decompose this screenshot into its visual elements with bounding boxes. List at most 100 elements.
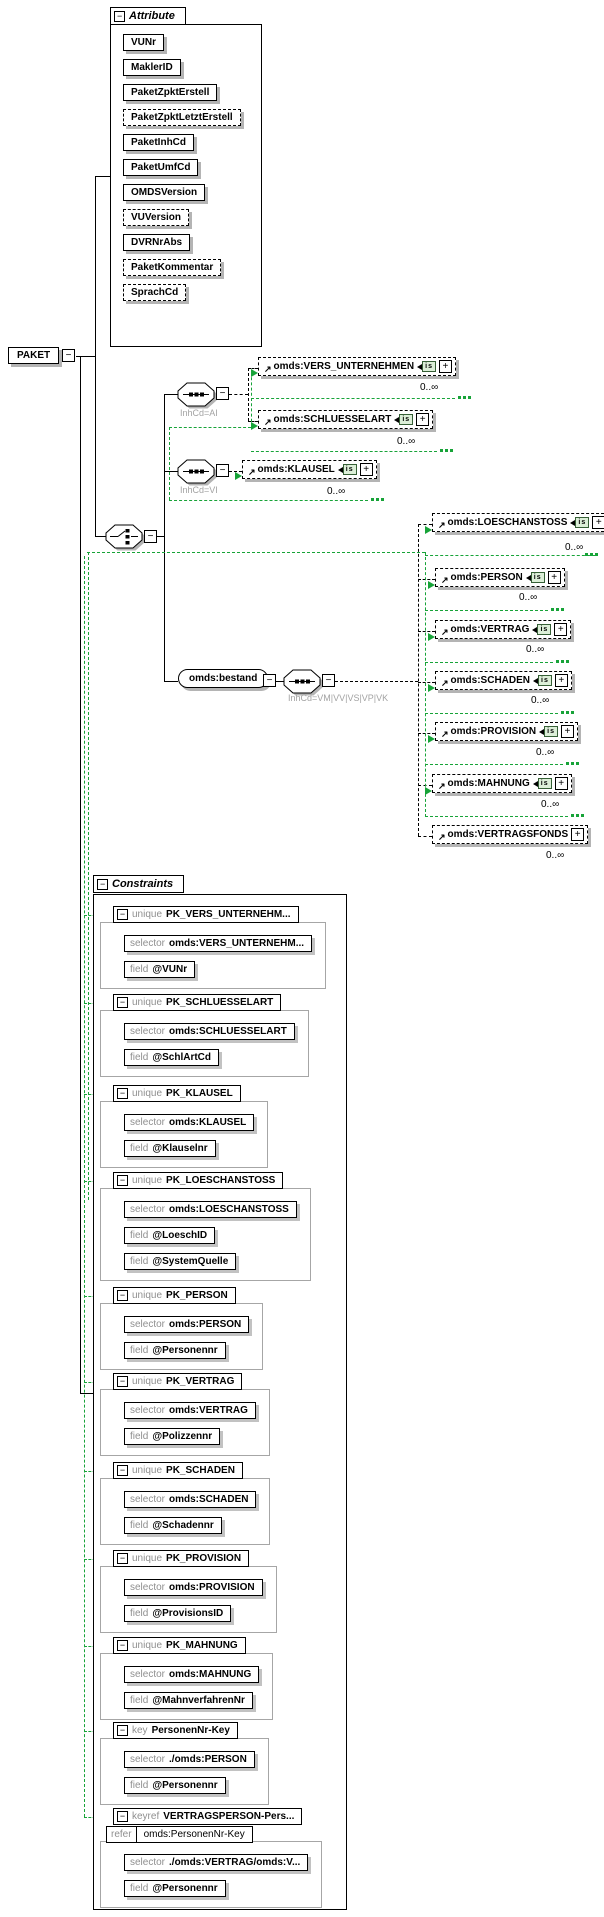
expand-icon[interactable]: +: [592, 516, 604, 529]
attribute-box[interactable]: SprachCd: [123, 284, 187, 301]
selector-row[interactable]: selector./omds:PERSON: [124, 1751, 255, 1768]
field-row[interactable]: field@Personennr: [124, 1880, 226, 1897]
sequence-compositor-icon[interactable]: [176, 381, 217, 409]
element-schluesselart[interactable]: ↗ omds:SCHLUESSELART is +: [258, 410, 434, 429]
constraint-header[interactable]: − unique PK_LOESCHANSTOSS: [113, 1172, 284, 1189]
attribute-box[interactable]: VUNr: [123, 34, 165, 51]
field-row[interactable]: field@MahnverfahrenNr: [124, 1692, 253, 1709]
attribute-box[interactable]: VUVersion: [123, 209, 190, 226]
expand-icon[interactable]: +: [547, 571, 561, 584]
collapse-icon[interactable]: −: [114, 10, 125, 22]
attribute-box[interactable]: OMDSVersion: [123, 184, 206, 201]
attribute-box[interactable]: PaketZpktErstell: [123, 84, 218, 101]
constraint-header[interactable]: − unique PK_VERTRAG: [113, 1373, 243, 1390]
collapse-icon[interactable]: −: [117, 1725, 128, 1736]
sequence-compositor-icon[interactable]: [282, 668, 323, 696]
collapse-icon[interactable]: −: [322, 674, 335, 687]
constraint-header[interactable]: − unique PK_SCHADEN: [113, 1462, 243, 1479]
attribute-box[interactable]: PaketZpktLetztErstell: [123, 109, 241, 126]
element-vertrag[interactable]: ↗ omds:VERTRAG is +: [435, 620, 572, 639]
element-mahnung[interactable]: ↗ omds:MAHNUNG is +: [432, 774, 572, 793]
constraint-header[interactable]: − keyref VERTRAGSPERSON-Pers...: [113, 1808, 303, 1825]
collapse-icon[interactable]: −: [97, 878, 108, 890]
constraint-header[interactable]: − unique PK_SCHLUESSELART: [113, 994, 282, 1011]
attribute-box[interactable]: PaketKommentar: [123, 259, 222, 276]
attribute-box[interactable]: PaketUmfCd: [123, 159, 199, 176]
element-loeschanstoss[interactable]: ↗ omds:LOESCHANSTOSS is +: [432, 513, 604, 532]
collapse-icon[interactable]: −: [216, 464, 229, 477]
guide-line: [251, 372, 252, 427]
field-row[interactable]: field@VUNr: [124, 961, 196, 978]
root-element-paket[interactable]: PAKET: [8, 347, 60, 364]
expand-icon[interactable]: +: [438, 360, 452, 373]
element-provision[interactable]: ↗ omds:PROVISION is +: [435, 722, 578, 741]
constraint-header[interactable]: − unique PK_PERSON: [113, 1287, 236, 1304]
constraint-header[interactable]: − key PersonenNr-Key: [113, 1722, 238, 1739]
expand-icon[interactable]: +: [554, 777, 568, 790]
refer-row[interactable]: refer omds:PersonenNr-Key: [106, 1826, 253, 1843]
collapse-icon[interactable]: −: [117, 1465, 128, 1476]
collapse-icon[interactable]: −: [117, 1088, 128, 1099]
constraint-name: PK_PERSON: [166, 1290, 228, 1301]
element-klausel[interactable]: ↗ omds:KLAUSEL is +: [242, 460, 377, 479]
expand-icon[interactable]: +: [571, 828, 585, 841]
collapse-icon[interactable]: −: [144, 530, 157, 543]
field-row[interactable]: field@Polizzennr: [124, 1428, 221, 1445]
field-row[interactable]: field@Klauselnr: [124, 1140, 216, 1157]
constraint-kind: unique: [132, 1088, 163, 1099]
collapse-icon[interactable]: −: [62, 349, 75, 362]
element-person[interactable]: ↗ omds:PERSON is +: [435, 568, 565, 587]
expand-icon[interactable]: +: [416, 413, 430, 426]
collapse-icon[interactable]: −: [117, 1175, 128, 1186]
choice-compositor-icon[interactable]: [104, 523, 145, 551]
element-vers-unternehmen[interactable]: ↗ omds:VERS_UNTERNEHMEN is +: [258, 357, 456, 376]
attribute-box[interactable]: DVRNrAbs: [123, 234, 191, 251]
attribute-box[interactable]: MaklerID: [123, 59, 181, 76]
collapse-icon[interactable]: −: [263, 674, 276, 687]
element-schaden[interactable]: ↗ omds:SCHADEN is +: [435, 671, 572, 690]
element-vertragsfonds[interactable]: ↗ omds:VERTRAGSFONDS +: [432, 825, 589, 844]
expand-icon[interactable]: +: [554, 623, 568, 636]
field-row[interactable]: field@Schadennr: [124, 1517, 222, 1534]
collapse-icon[interactable]: −: [216, 387, 229, 400]
guide-line: [84, 556, 85, 1817]
field-row[interactable]: field@Personennr: [124, 1777, 226, 1794]
collapse-icon[interactable]: −: [117, 997, 128, 1008]
constraints-panel-title: Constraints: [112, 878, 174, 890]
element-bestand[interactable]: omds:bestand: [178, 669, 269, 688]
field-row[interactable]: field@Personennr: [124, 1342, 226, 1359]
constraint-header[interactable]: − unique PK_VERS_UNTERNEHM...: [113, 906, 299, 923]
field-row[interactable]: field@ProvisionsID: [124, 1605, 232, 1622]
field-row[interactable]: field@LoeschID: [124, 1227, 216, 1244]
collapse-icon[interactable]: −: [117, 1290, 128, 1301]
collapse-icon[interactable]: −: [117, 1553, 128, 1564]
collapse-icon[interactable]: −: [117, 1376, 128, 1387]
field-row[interactable]: field@SchlArtCd: [124, 1049, 220, 1066]
connector-line: [418, 524, 432, 525]
expand-icon[interactable]: +: [554, 674, 568, 687]
sequence-compositor-icon[interactable]: [176, 458, 217, 486]
expand-icon[interactable]: +: [359, 463, 373, 476]
selector-value: omds:PROVISION: [169, 1582, 255, 1593]
attribute-box[interactable]: PaketInhCd: [123, 134, 195, 151]
constraint-header[interactable]: − unique PK_PROVISION: [113, 1550, 250, 1567]
expand-icon[interactable]: +: [560, 725, 574, 738]
constraint-header[interactable]: − unique PK_MAHNUNG: [113, 1637, 246, 1654]
constraint-header[interactable]: − unique PK_KLAUSEL: [113, 1085, 241, 1102]
field-row[interactable]: field@SystemQuelle: [124, 1253, 237, 1270]
selector-row[interactable]: selector./omds:VERTRAG/omds:V...: [124, 1854, 309, 1871]
collapse-icon[interactable]: −: [117, 1640, 128, 1651]
collapse-icon[interactable]: −: [117, 1811, 128, 1822]
collapse-icon[interactable]: −: [117, 909, 128, 920]
